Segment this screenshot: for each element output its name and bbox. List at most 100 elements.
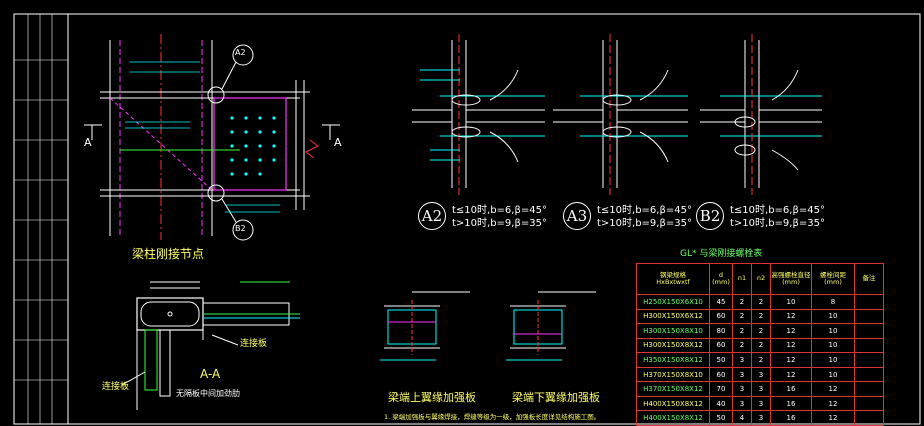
section-mark-right: A	[334, 136, 342, 149]
table-cell: 3	[751, 366, 771, 383]
table-cell: H370X150X8X12	[636, 381, 710, 397]
table-cell: 2	[751, 352, 771, 368]
table-cell: H250X150X6X10	[636, 294, 710, 310]
table-cell: 12	[770, 323, 812, 339]
callout-top[interactable]: A2	[235, 48, 246, 57]
table-cell	[854, 294, 884, 310]
col-header-bolt-dia: 高强螺栓直径 (mm)	[770, 263, 812, 295]
table-cell: H300X150X6X12	[636, 308, 710, 325]
beam-end-plate	[213, 80, 319, 210]
table-cell: 2	[732, 308, 752, 325]
table-cell: 8	[811, 294, 855, 310]
table-cell: H350X150X8X12	[636, 352, 710, 368]
weld-a3-note-line2: t>10时,b=9,β=35°	[597, 218, 692, 229]
footnote: 1. 梁端加强板与翼缘焊接，焊缝等级为一级，加强板长度详见结构施工图。	[384, 413, 601, 421]
table-cell: 80	[709, 323, 733, 339]
section-aa-subtitle: 无隔板中间加劲肋	[176, 389, 240, 398]
table-cell: 50	[709, 410, 733, 426]
table-cell: 3	[732, 381, 752, 397]
table-cell: 12	[811, 381, 855, 397]
label-connection-plate: 连接板	[240, 339, 268, 349]
table-cell: 45	[709, 294, 733, 310]
table-cell: 50	[709, 352, 733, 368]
table-cell: 10	[770, 294, 812, 310]
table-cell: 10	[811, 308, 855, 325]
section-aa-drawing	[121, 281, 300, 410]
table-cell: 60	[709, 308, 733, 325]
table-cell: 2	[751, 308, 771, 325]
table-cell: 2	[732, 337, 752, 354]
weld-a2-note-line2: t>10时,b=9,β=35°	[452, 218, 547, 229]
table-cell: 40	[709, 395, 733, 412]
col-header-n1: n1	[732, 263, 752, 295]
column-elevation	[84, 34, 340, 240]
col-header-spec: 钢梁规格 HxBxtwxtf	[636, 263, 710, 295]
table-cell: 16	[770, 381, 812, 397]
col-header-spacing: 螺栓间距 (mm)	[811, 263, 855, 295]
table-cell: 10	[811, 337, 855, 354]
title-strip-grid	[14, 14, 68, 424]
table-cell: 3	[751, 395, 771, 412]
table-cell: 3	[751, 381, 771, 397]
weld-a2-note-line1: t≤10时,b=6,β=45°	[452, 205, 547, 216]
weld-b2-note-line2: t>10时,b=9,β=35°	[730, 218, 825, 229]
table-cell	[854, 337, 884, 354]
table-cell: 12	[811, 395, 855, 412]
col-header-remark: 备注	[854, 263, 884, 295]
table-cell: 12	[770, 337, 812, 354]
table-cell: 10	[811, 366, 855, 383]
table-cell	[854, 366, 884, 383]
table-cell: 10	[811, 323, 855, 339]
table-cell: 2	[751, 294, 771, 310]
table-cell: H400X150X8X12	[636, 410, 710, 426]
main-dim-lines	[125, 61, 280, 213]
table-cell: 2	[751, 337, 771, 354]
detail-callout-circles	[207, 44, 254, 241]
table-cell: 2	[732, 323, 752, 339]
table-cell: 16	[770, 395, 812, 412]
table-cell: 3	[732, 395, 752, 412]
table-cell: 60	[709, 366, 733, 383]
table-cell	[854, 352, 884, 368]
table-cell: H400X150X8X12	[636, 395, 710, 412]
table-cell	[854, 410, 884, 426]
bolt-table: 钢梁规格 HxBxtwxtf d (mm) n1 n2 高强螺栓直径 (mm) …	[636, 263, 884, 426]
weld-detail-a2-callout[interactable]: A2	[418, 202, 446, 230]
table-title: GL* 与梁刚接螺栓表	[680, 249, 763, 259]
drawing-border	[13, 13, 921, 425]
table-cell: 2	[732, 294, 752, 310]
table-cell: 2	[751, 323, 771, 339]
weld-detail-a2	[412, 34, 545, 195]
weld-b2-note-line1: t≤10时,b=6,β=45°	[730, 205, 825, 216]
weld-detail-a3-callout[interactable]: A3	[563, 202, 591, 230]
stiffener-bottom-title: 梁端下翼缘加强板	[512, 391, 600, 404]
weld-detail-b2	[700, 34, 822, 195]
table-cell: 70	[709, 381, 733, 397]
table-cell	[854, 395, 884, 412]
table-cell: H300X150X8X10	[636, 323, 710, 339]
table-cell: 12	[770, 352, 812, 368]
weld-a3-note-line1: t≤10时,b=6,β=45°	[597, 205, 692, 216]
col-header-n2: n2	[751, 263, 771, 295]
section-aa-title: A-A	[200, 367, 221, 381]
weld-detail-b2-callout[interactable]: B2	[696, 202, 724, 230]
section-mark-left: A	[84, 136, 92, 149]
col-header-d: d (mm)	[709, 263, 733, 295]
label-stiffener: 连接板	[102, 382, 130, 392]
main-detail-title: 梁柱刚接节点	[132, 247, 205, 261]
table-cell: 3	[751, 410, 771, 426]
table-cell: 3	[732, 366, 752, 383]
callout-bottom[interactable]: B2	[235, 224, 246, 233]
table-header-row: 钢梁规格 HxBxtwxtf d (mm) n1 n2 高强螺栓直径 (mm) …	[636, 263, 884, 295]
table-cell: 12	[770, 366, 812, 383]
